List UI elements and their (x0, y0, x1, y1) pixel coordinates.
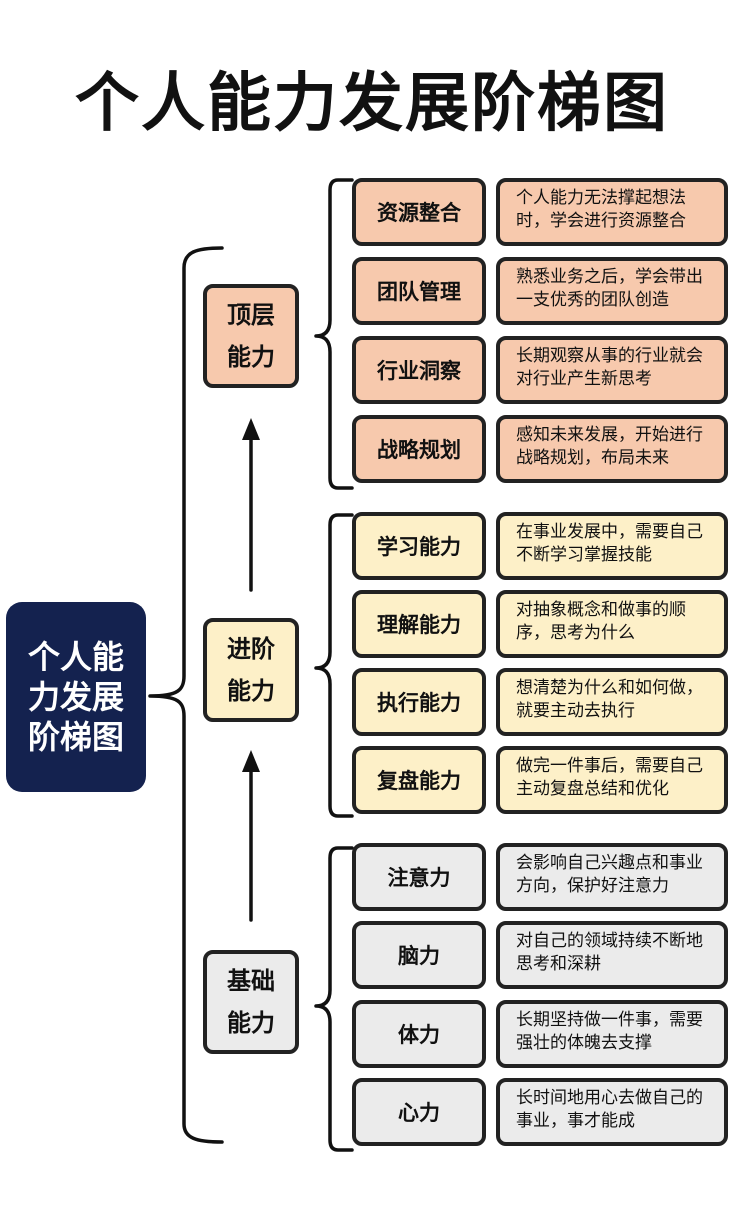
skill-box: 心力 (352, 1078, 486, 1146)
mid-tier-bracket (314, 513, 354, 818)
root-node: 个人能力发展阶梯图 (6, 602, 146, 792)
skill-box: 学习能力 (352, 512, 486, 580)
skill-desc: 熟悉业务之后，学会带出一支优秀的团队创造 (496, 257, 728, 325)
base-tier-bracket (314, 846, 354, 1152)
skill-desc: 会影响自己兴趣点和事业方向，保护好注意力 (496, 843, 728, 911)
skill-box: 注意力 (352, 843, 486, 911)
page-title: 个人能力发展阶梯图 (75, 67, 669, 141)
skill-box: 体力 (352, 1000, 486, 1068)
skill-desc: 想清楚为什么和如何做，就要主动去执行 (496, 668, 728, 736)
skill-desc: 对抽象概念和做事的顺序，思考为什么 (496, 590, 728, 658)
skill-desc: 个人能力无法撑起想法时，学会进行资源整合 (496, 178, 728, 246)
skill-box: 理解能力 (352, 590, 486, 658)
skill-desc: 长时间地用心去做自己的事业，事才能成 (496, 1078, 728, 1146)
main-bracket (148, 246, 224, 1144)
arrow-up-icon (242, 418, 260, 440)
arrow-up-icon (242, 750, 260, 772)
skill-box: 资源整合 (352, 178, 486, 246)
skill-desc: 做完一件事后，需要自己主动复盘总结和优化 (496, 746, 728, 814)
level-basic: 基础能力 (203, 950, 299, 1054)
top-tier-bracket (314, 178, 354, 490)
skill-box: 脑力 (352, 921, 486, 989)
skill-desc: 对自己的领域持续不断地思考和深耕 (496, 921, 728, 989)
level-top: 顶层能力 (203, 284, 299, 388)
skill-box: 团队管理 (352, 257, 486, 325)
skill-box: 复盘能力 (352, 746, 486, 814)
skill-desc: 长期坚持做一件事，需要强壮的体魄去支撑 (496, 1000, 728, 1068)
skill-box: 行业洞察 (352, 336, 486, 404)
skill-desc: 感知未来发展，开始进行战略规划，布局未来 (496, 415, 728, 483)
skill-box: 执行能力 (352, 668, 486, 736)
skill-box: 战略规划 (352, 415, 486, 483)
skill-desc: 长期观察从事的行业就会对行业产生新思考 (496, 336, 728, 404)
skill-desc: 在事业发展中，需要自己不断学习掌握技能 (496, 512, 728, 580)
level-advanced: 进阶能力 (203, 618, 299, 722)
